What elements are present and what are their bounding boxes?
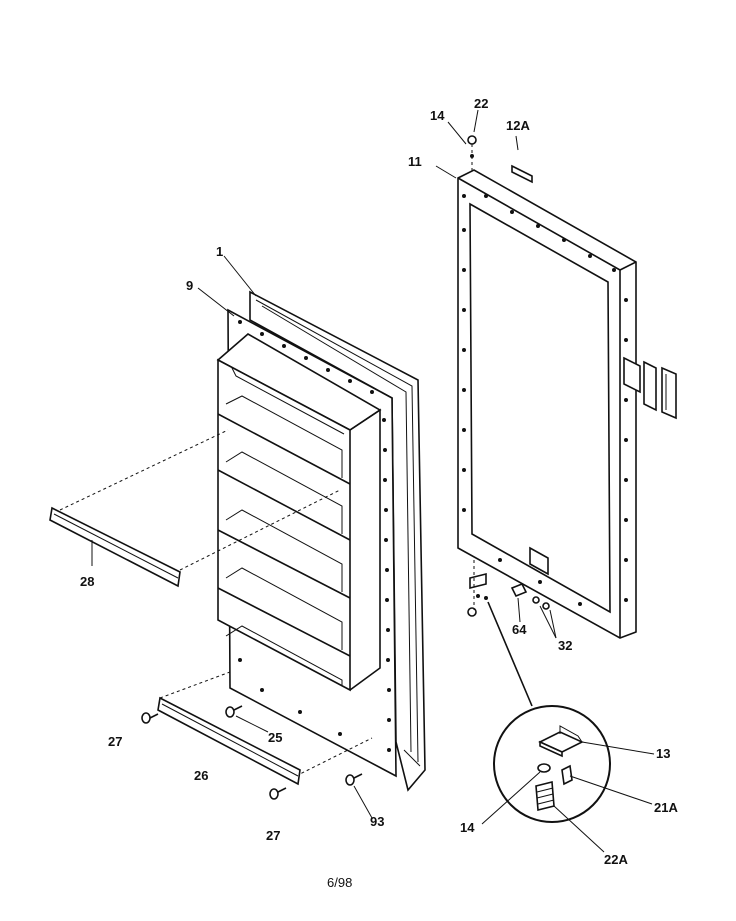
detail-circle [493, 705, 611, 823]
screw-27-lower [269, 787, 287, 800]
callout-14-detail: 14 [460, 820, 475, 835]
shelf-bar-leader [59, 429, 229, 511]
screw-25 [225, 705, 243, 718]
leader-lines [91, 109, 655, 853]
bushing-22a [535, 780, 555, 812]
callout-14-top: 14 [430, 108, 445, 123]
callout-27-lower: 27 [266, 828, 280, 843]
callout-13: 13 [656, 746, 670, 761]
door-handle [623, 356, 677, 420]
callout-26: 26 [194, 768, 208, 783]
callout-21a: 21A [654, 800, 678, 815]
hinge-cover-12a [511, 164, 533, 184]
shelf-retainer-bar [49, 506, 181, 588]
door-shelf-compartments [216, 333, 382, 692]
part-32-screws [532, 596, 550, 610]
callout-11: 11 [408, 154, 422, 169]
bottom-retainer-bar [157, 696, 301, 786]
liner-screw-holes [238, 320, 391, 752]
outer-door-frame [457, 135, 677, 707]
door-panel-11 [457, 169, 637, 639]
footer-date: 6/98 [327, 875, 352, 890]
callout-64: 64 [512, 622, 527, 637]
frame-screw-holes [462, 194, 628, 606]
top-hinge-pin [467, 135, 477, 172]
door-gasket [249, 290, 426, 792]
callout-25: 25 [268, 730, 282, 745]
screw-27-upper [141, 712, 159, 724]
screw-93 [345, 773, 363, 786]
callout-labels: 1 9 28 27 25 26 27 93 22 14 12A 11 64 32… [80, 96, 678, 867]
callout-28: 28 [80, 574, 94, 589]
bottom-hinge-hardware [467, 560, 488, 617]
callout-22: 22 [474, 96, 488, 111]
callout-22a: 22A [604, 852, 628, 867]
callout-93: 93 [370, 814, 384, 829]
callout-1: 1 [216, 244, 223, 259]
callout-9: 9 [186, 278, 193, 293]
callout-32: 32 [558, 638, 572, 653]
part-64 [510, 582, 528, 598]
callout-12a: 12A [506, 118, 530, 133]
hinge-detail-view [493, 705, 611, 823]
inner-door-assembly [49, 290, 426, 800]
callout-27-upper: 27 [108, 734, 122, 749]
